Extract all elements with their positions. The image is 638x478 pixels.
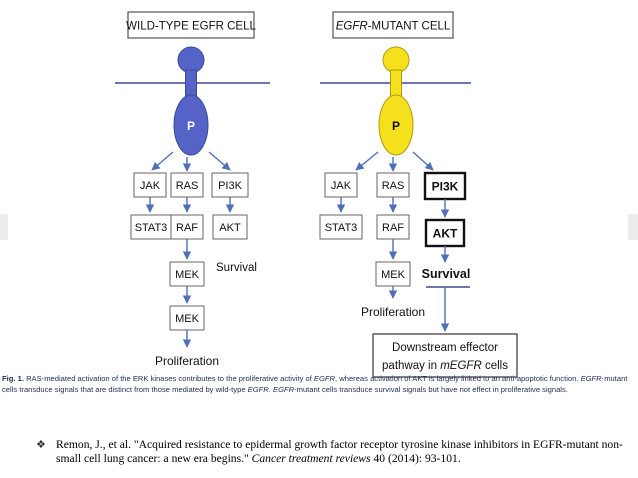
mutant-receptor: P: [378, 46, 414, 156]
wild-type-box-jak: [133, 172, 167, 198]
mutant-arrow-jak: [355, 151, 379, 171]
wild-type-proliferation-label: Proliferation: [155, 354, 219, 368]
figure-caption: Fig. 1. RAS-mediated activation of the E…: [2, 374, 628, 394]
mutant-title: EGFR-MUTANT CELL: [336, 21, 451, 33]
mutant-box-stat3: [319, 214, 363, 240]
left-edge-tab: [0, 214, 8, 240]
mutant-box-raf: [376, 214, 410, 240]
mutant-proliferation-label: Proliferation: [361, 305, 425, 319]
wild-type-arrow-pi3k: [208, 151, 231, 171]
mutant-label-stat3: STAT3: [325, 222, 358, 234]
wild-type-phospho-label: P: [187, 119, 195, 133]
wild-type-label-jak: JAK: [140, 180, 161, 192]
mutant-label-jak: JAK: [331, 180, 352, 192]
mutant-label-ras: RAS: [382, 180, 405, 192]
wild-type-survival-label: Survival: [216, 262, 257, 274]
mutant-phospho-label: P: [392, 119, 400, 133]
wild-type-box-akt: [212, 214, 248, 240]
mutant-panel: EGFR-MUTANT CELL P JAK RAS PI3K STAT3: [319, 11, 518, 378]
mutant-survival-label: Survival: [422, 267, 471, 281]
wild-type-label-mek2: MEK: [175, 313, 200, 325]
wild-type-title-box: [127, 11, 255, 39]
mutant-downstream-line2: pathway in mEGFR cells: [382, 360, 508, 372]
wild-type-label-akt: AKT: [219, 222, 241, 234]
right-edge-tab: [628, 214, 638, 240]
wild-type-box-ras: [170, 172, 204, 198]
wild-type-receptor: P: [173, 46, 209, 156]
egfr-pathway-diagram: WILD-TYPE EGFR CELL P JAK RAS PI3K STAT3: [115, 11, 518, 378]
mutant-label-mek: MEK: [381, 269, 406, 281]
mutant-box-pi3k: [423, 171, 467, 201]
mutant-box-mek: [375, 261, 411, 287]
wild-type-title: WILD-TYPE EGFR CELL: [126, 21, 256, 33]
mutant-box-ras: [376, 172, 410, 198]
wild-type-box-mek1: [169, 261, 205, 287]
reference-citation: ❖ Remon, J., et al. "Acquired resistance…: [36, 438, 626, 466]
wild-type-label-stat3: STAT3: [135, 222, 168, 234]
mutant-label-raf: RAF: [382, 222, 404, 234]
wild-type-box-stat3: [130, 214, 172, 240]
mutant-label-pi3k: PI3K: [432, 180, 459, 194]
wild-type-label-pi3k: PI3K: [218, 180, 243, 192]
mutant-downstream-box: [372, 333, 518, 378]
wild-type-box-raf: [170, 214, 204, 240]
mutant-downstream-line1: Downstream effector: [392, 342, 498, 354]
wild-type-label-ras: RAS: [176, 180, 199, 192]
wild-type-arrow-jak: [151, 151, 174, 171]
wild-type-label-raf: RAF: [176, 222, 198, 234]
diamond-bullet-icon: ❖: [36, 439, 46, 451]
mutant-arrow-pi3k: [412, 151, 434, 171]
wild-type-panel: WILD-TYPE EGFR CELL P JAK RAS PI3K STAT3: [115, 11, 270, 368]
wild-type-label-mek1: MEK: [175, 269, 200, 281]
reference-text: Remon, J., et al. "Acquired resistance t…: [56, 438, 623, 465]
mutant-label-akt: AKT: [433, 227, 458, 241]
mutant-title-box: [332, 11, 454, 39]
